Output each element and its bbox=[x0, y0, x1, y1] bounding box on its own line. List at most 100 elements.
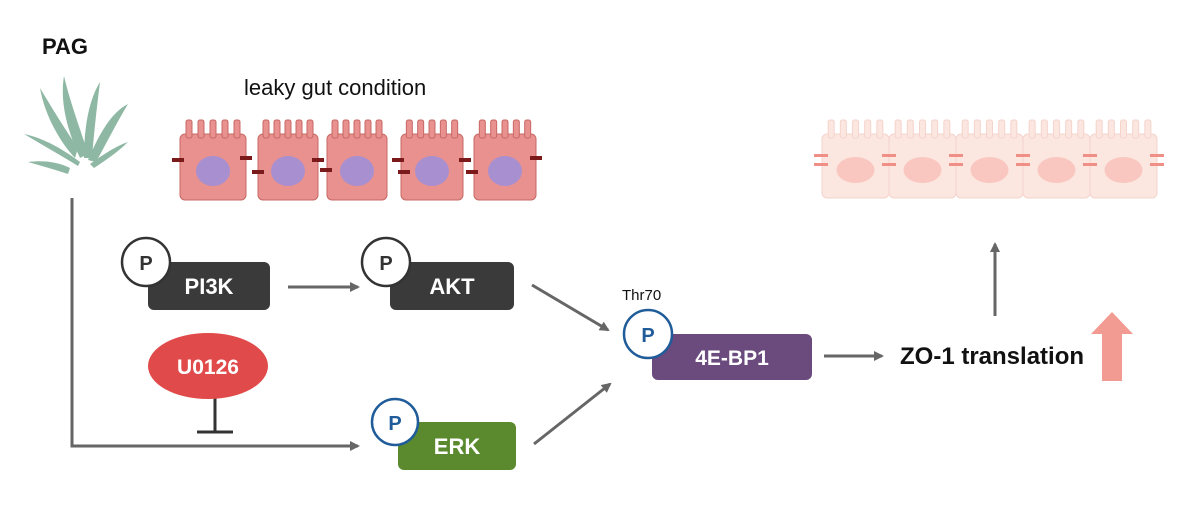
microvillus bbox=[233, 119, 241, 139]
microvillus bbox=[943, 119, 951, 139]
phospho-circle bbox=[622, 308, 674, 360]
epithelial-cell bbox=[473, 119, 537, 201]
aloe-plant-icon bbox=[24, 76, 128, 174]
microvillus bbox=[986, 119, 993, 139]
broken-junction bbox=[398, 170, 410, 174]
pi3k-box bbox=[148, 262, 270, 310]
intact-junction bbox=[949, 154, 963, 157]
broken-junction bbox=[252, 170, 264, 174]
pag-label: PAG bbox=[42, 34, 88, 59]
microvillus bbox=[375, 119, 383, 139]
intact-junction bbox=[882, 154, 896, 157]
microvillus bbox=[512, 119, 520, 139]
microvillus bbox=[221, 119, 229, 139]
microvillus bbox=[295, 119, 303, 139]
intact-junction bbox=[1150, 163, 1164, 166]
phospho-circle bbox=[360, 236, 412, 288]
microvillus bbox=[197, 119, 205, 139]
microvillus bbox=[961, 119, 969, 139]
erk-label: ERK bbox=[434, 434, 481, 459]
akt-node: AKT P bbox=[360, 236, 514, 310]
nucleus bbox=[836, 157, 875, 183]
microvillus bbox=[417, 119, 425, 139]
increase-arrow-icon bbox=[1091, 312, 1133, 381]
4ebp1-label: 4E-BP1 bbox=[695, 347, 769, 370]
microvillus bbox=[894, 119, 902, 139]
microvillus bbox=[1053, 119, 1060, 139]
intact-junction bbox=[1083, 154, 1097, 157]
nucleus bbox=[415, 156, 449, 186]
phospho-label: P bbox=[388, 413, 401, 435]
intact-junction bbox=[1083, 163, 1097, 166]
microvillus bbox=[331, 119, 339, 139]
epithelial-cell bbox=[400, 119, 464, 201]
microvillus bbox=[428, 119, 436, 139]
microvillus bbox=[906, 119, 914, 139]
microvillus bbox=[1120, 119, 1127, 139]
epithelial-cell bbox=[257, 119, 319, 201]
microvillus bbox=[931, 119, 939, 139]
nucleus bbox=[903, 157, 942, 183]
4ebp1-box bbox=[652, 334, 812, 380]
microvillus bbox=[1095, 119, 1103, 139]
microvillus bbox=[1040, 119, 1048, 139]
nucleus bbox=[1104, 157, 1143, 183]
broken-junction bbox=[459, 158, 471, 162]
pag-to-erk-line bbox=[70, 198, 360, 451]
phospho-circle bbox=[120, 236, 172, 288]
epithelial-cell bbox=[888, 119, 957, 199]
erk-node: ERK P bbox=[370, 397, 516, 470]
microvillus bbox=[1132, 119, 1140, 139]
pi3k-label: PI3K bbox=[185, 274, 234, 299]
akt-label: AKT bbox=[429, 274, 475, 299]
epithelial-cell bbox=[955, 119, 1024, 199]
4ebp1-node: Thr70 4E-BP1 P bbox=[622, 287, 812, 380]
microvillus bbox=[1010, 119, 1018, 139]
microvillus bbox=[1077, 119, 1085, 139]
microvillus bbox=[998, 119, 1006, 139]
nucleus bbox=[340, 156, 374, 186]
nucleus bbox=[970, 157, 1009, 183]
u0126-label: U0126 bbox=[177, 356, 239, 379]
microvillus bbox=[439, 119, 447, 139]
microvillus bbox=[273, 119, 281, 139]
erk-box bbox=[398, 422, 516, 470]
broken-junction bbox=[320, 168, 332, 172]
intact-junction bbox=[1016, 163, 1030, 166]
erk-to-4ebp1-arrow bbox=[533, 382, 612, 446]
microvillus bbox=[478, 119, 486, 139]
u0126-ellipse bbox=[148, 333, 268, 399]
microvillus bbox=[876, 119, 884, 139]
epithelial-cell bbox=[1089, 119, 1158, 199]
broken-junction bbox=[530, 156, 542, 160]
microvillus bbox=[1028, 119, 1036, 139]
akt-to-4ebp1-arrow bbox=[531, 283, 610, 332]
phospho-label: P bbox=[641, 325, 654, 347]
pi3k-node: PI3K P bbox=[120, 236, 270, 310]
microvillus bbox=[1065, 119, 1073, 139]
microvillus bbox=[852, 119, 859, 139]
zo1-label: ZO-1 translation bbox=[900, 343, 1084, 370]
microvillus bbox=[364, 119, 372, 139]
intact-junction bbox=[949, 163, 963, 166]
epithelial-cell bbox=[179, 119, 247, 201]
microvillus bbox=[864, 119, 872, 139]
microvillus bbox=[490, 119, 498, 139]
phospho-label: P bbox=[379, 253, 392, 275]
u0126-node: U0126 bbox=[148, 333, 268, 399]
epithelial-cell bbox=[326, 119, 388, 201]
phospho-label: P bbox=[139, 253, 152, 275]
microvillus bbox=[501, 119, 509, 139]
microvillus bbox=[839, 119, 847, 139]
microvillus bbox=[185, 119, 193, 139]
intact-junction bbox=[882, 163, 896, 166]
akt-box bbox=[390, 262, 514, 310]
microvillus bbox=[284, 119, 292, 139]
intact-junction bbox=[814, 154, 828, 157]
leaky-gut-label: leaky gut condition bbox=[244, 75, 426, 100]
microvillus bbox=[1144, 119, 1152, 139]
microvillus bbox=[827, 119, 835, 139]
microvillus bbox=[973, 119, 981, 139]
broken-junction bbox=[392, 158, 404, 162]
